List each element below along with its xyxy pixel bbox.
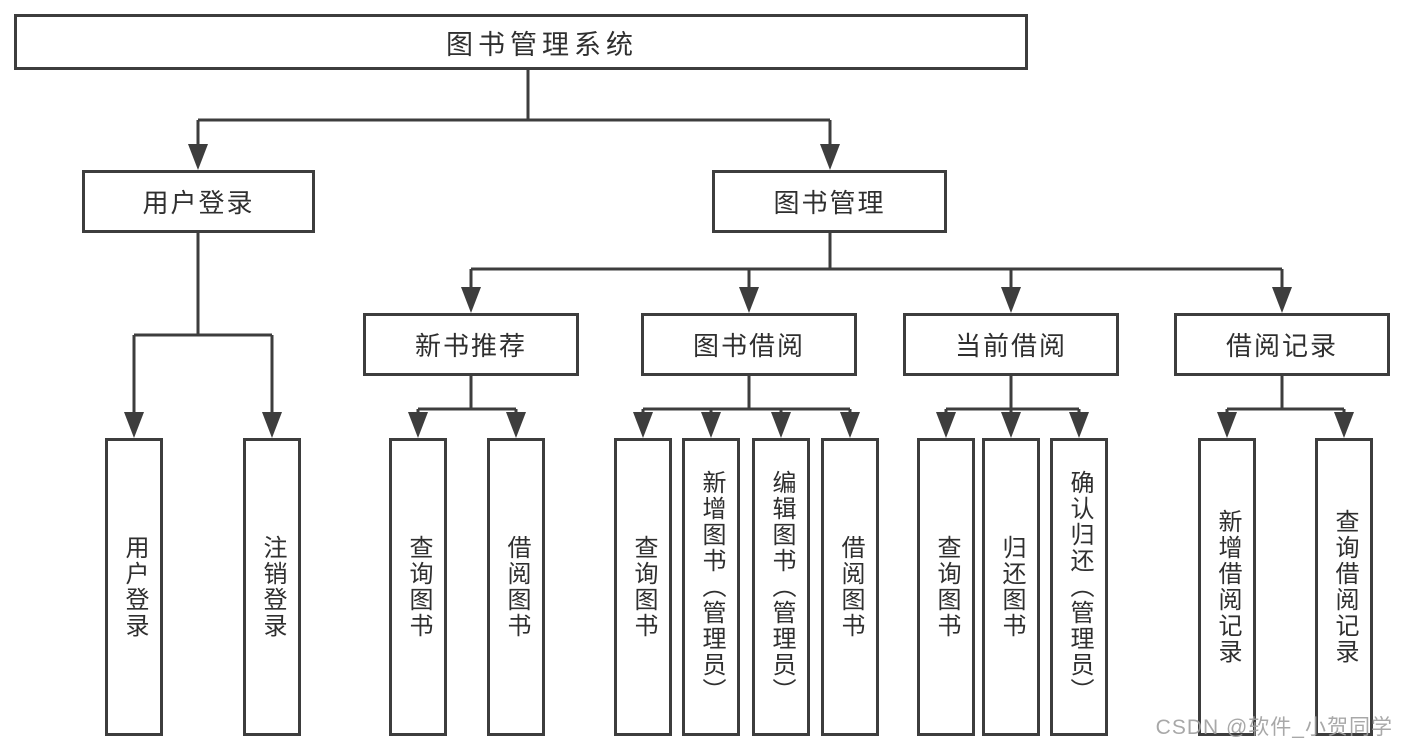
node-root-label: 图书管理系统: [446, 29, 638, 60]
arrowhead-icon: [820, 144, 840, 170]
arrowhead-icon: [188, 144, 208, 170]
edge-book-borrow-to-children: [633, 376, 860, 438]
node-borrow-records-label: 借阅记录: [1225, 331, 1338, 361]
arrowhead-icon: [262, 412, 282, 438]
arrowhead-icon: [701, 412, 721, 438]
node-br-add-record-label: 新增借阅记录: [1214, 509, 1241, 665]
node-borrow-records: 借阅记录: [1174, 313, 1390, 376]
arrowhead-icon: [461, 287, 481, 313]
node-bb-edit-book: 编辑图书（管理员）: [752, 438, 810, 736]
arrowhead-icon: [633, 412, 653, 438]
node-bb-query-book-label: 查询图书: [630, 535, 657, 639]
arrowhead-icon: [1001, 412, 1021, 438]
node-user-login: 用户登录: [105, 438, 163, 736]
node-rec-query-book-label: 查询图书: [405, 535, 432, 639]
arrowhead-icon: [936, 412, 956, 438]
edge-current-borrow-to-children: [936, 376, 1089, 438]
node-user-login-label: 用户登录: [121, 535, 148, 639]
node-cb-confirm-return: 确认归还（管理员）: [1050, 438, 1108, 736]
node-current-borrow-label: 当前借阅: [954, 331, 1067, 361]
watermark: CSDN @软件_小贺同学: [1155, 716, 1393, 739]
node-root: 图书管理系统: [14, 14, 1028, 70]
node-br-add-record: 新增借阅记录: [1198, 438, 1256, 736]
edge-root-to-level2: [188, 70, 840, 170]
node-rec-borrow-book-label: 借阅图书: [503, 535, 530, 639]
node-current-borrow: 当前借阅: [903, 313, 1119, 376]
edge-user-login-group-to-children: [124, 233, 282, 438]
node-book-mgmt: 图书管理: [712, 170, 947, 233]
edge-new-book-rec-to-children: [408, 376, 526, 438]
arrowhead-icon: [1272, 287, 1292, 313]
node-cb-return-book: 归还图书: [982, 438, 1040, 736]
node-rec-query-book: 查询图书: [389, 438, 447, 736]
arrowhead-icon: [840, 412, 860, 438]
edge-book-mgmt-to-level3: [461, 233, 1292, 313]
arrowhead-icon: [771, 412, 791, 438]
node-bb-edit-book-label: 编辑图书（管理员）: [768, 470, 795, 704]
node-bb-borrow-book-label: 借阅图书: [837, 535, 864, 639]
arrowhead-icon: [1334, 412, 1354, 438]
node-bb-borrow-book: 借阅图书: [821, 438, 879, 736]
node-book-borrow-label: 图书借阅: [692, 331, 805, 361]
node-logout: 注销登录: [243, 438, 301, 736]
node-new-book-rec-label: 新书推荐: [414, 331, 527, 361]
node-rec-borrow-book: 借阅图书: [487, 438, 545, 736]
node-book-mgmt-label: 图书管理: [773, 188, 886, 218]
arrowhead-icon: [124, 412, 144, 438]
node-user-login-group: 用户登录: [82, 170, 315, 233]
node-book-borrow: 图书借阅: [641, 313, 857, 376]
arrowhead-icon: [408, 412, 428, 438]
node-cb-query-book-label: 查询图书: [933, 535, 960, 639]
node-br-query-record-label: 查询借阅记录: [1331, 509, 1358, 665]
edge-borrow-records-to-children: [1217, 376, 1354, 438]
node-bb-add-book: 新增图书（管理员）: [682, 438, 740, 736]
node-cb-confirm-return-label: 确认归还（管理员）: [1066, 470, 1093, 704]
node-user-login-group-label: 用户登录: [142, 188, 255, 218]
arrowhead-icon: [1001, 287, 1021, 313]
node-cb-return-book-label: 归还图书: [998, 535, 1025, 639]
arrowhead-icon: [1069, 412, 1089, 438]
arrowhead-icon: [506, 412, 526, 438]
node-cb-query-book: 查询图书: [917, 438, 975, 736]
arrowhead-icon: [1217, 412, 1237, 438]
node-bb-query-book: 查询图书: [614, 438, 672, 736]
node-new-book-rec: 新书推荐: [363, 313, 579, 376]
node-logout-label: 注销登录: [259, 535, 286, 639]
node-br-query-record: 查询借阅记录: [1315, 438, 1373, 736]
arrowhead-icon: [739, 287, 759, 313]
node-bb-add-book-label: 新增图书（管理员）: [698, 470, 725, 704]
